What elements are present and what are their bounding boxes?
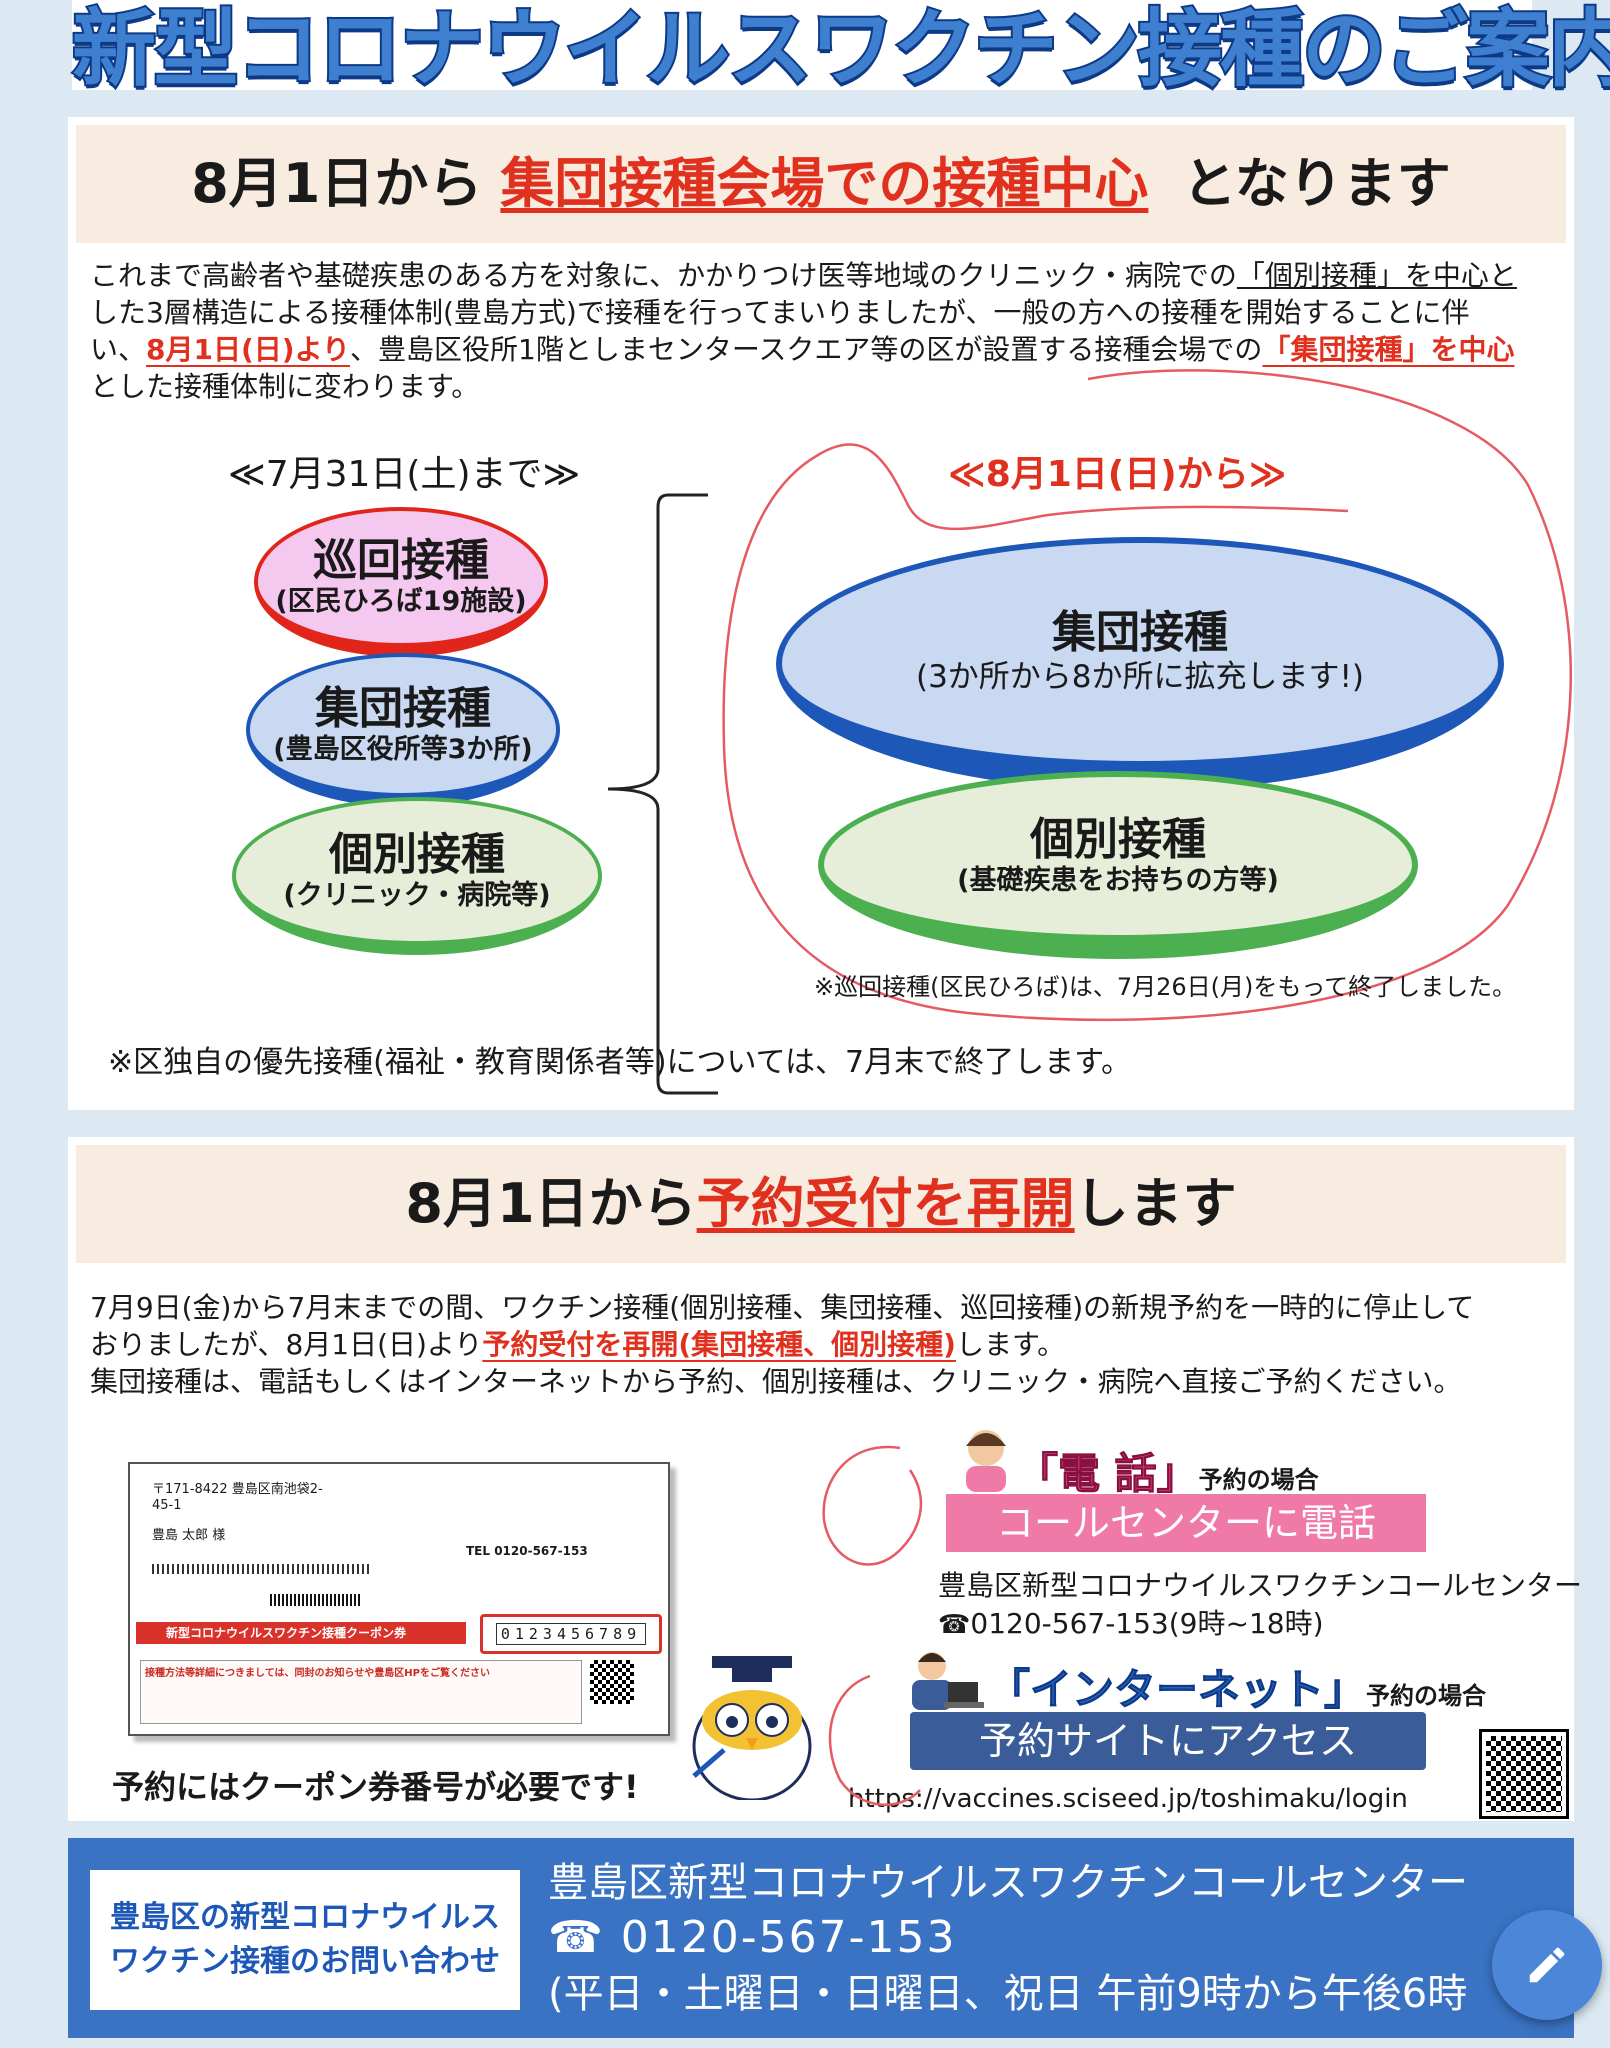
footer-center-name: 豊島区新型コロナウイルスワクチンコールセンター: [548, 1860, 1468, 1906]
para-text: おりましたが、8月1日(日)より: [90, 1328, 483, 1361]
phone-icon: ☎: [938, 1610, 971, 1640]
footer-phone-icon: ☎: [548, 1912, 621, 1963]
para-text: 、豊島区役所1階としまセンタースクエア等の区が設置する接種会場での: [350, 333, 1263, 366]
section2-banner: 8月1日から予約受付を再開します: [76, 1145, 1566, 1263]
ellipse-shudan-before: 集団接種 (豊島区役所等3か所): [246, 653, 560, 807]
phone-title: 「電 話」: [1016, 1449, 1200, 1499]
coupon-notes: 接種方法等詳細につきましては、同封のお知らせや豊島区HPをご覧ください: [140, 1660, 582, 1724]
section1-paragraph: これまで高齢者や基礎疾患のある方を対象に、かかりつけ医等地域のクリニック・病院で…: [90, 257, 1517, 405]
page-title: 新型コロナウイルスワクチン接種のご案内: [70, 0, 1610, 100]
footer-label-line: ワクチン接種のお問い合わせ: [110, 1944, 500, 1979]
title-bar: 新型コロナウイルスワクチン接種のご案内: [70, 0, 1610, 100]
section-collective-vaccination: 8月1日から集団接種会場での接種中心となります これまで高齢者や基礎疾患のある方…: [68, 117, 1574, 1110]
coupon-name: 豊島 太郎 様: [152, 1528, 226, 1543]
section1-banner: 8月1日から集団接種会場での接種中心となります: [76, 125, 1566, 243]
after-label: ≪8月1日(日)から≫: [948, 454, 1287, 495]
footer-contact: 豊島区の新型コロナウイルス ワクチン接種のお問い合わせ 豊島区新型コロナウイルス…: [68, 1838, 1574, 2038]
banner-pre: 8月1日から: [405, 1172, 697, 1235]
footer-info: 豊島区新型コロナウイルスワクチンコールセンター ☎ 0120-567-153 (…: [548, 1856, 1508, 2022]
para-highlight: 予約受付を再開(集団接種、個別接種): [482, 1328, 956, 1361]
ellipse-title: 巡回接種: [313, 534, 489, 586]
footer-tel[interactable]: 0120-567-153: [620, 1912, 957, 1963]
para-text: します。: [955, 1328, 1066, 1361]
footer-label: 豊島区の新型コロナウイルス ワクチン接種のお問い合わせ: [90, 1870, 520, 1984]
para-underline: 「個別接種」を中心と: [1236, 259, 1517, 292]
ellipse-title: 個別接種: [329, 828, 505, 880]
footer-tel-row: ☎ 0120-567-153: [548, 1910, 1508, 1966]
ellipse-jyunkai: 巡回接種 (区民ひろば19施設): [254, 507, 548, 657]
call-center-name: 豊島区新型コロナウイルスワクチンコールセンター: [938, 1569, 1583, 1602]
before-label: ≪7月31日(土)まで≫: [228, 454, 581, 495]
call-center-button[interactable]: コールセンターに電話: [946, 1494, 1426, 1552]
pencil-icon: [1529, 1947, 1565, 1983]
curly-brace: [607, 493, 718, 1095]
computer-user-icon: [912, 1652, 984, 1710]
para-text: これまで高齢者や基礎疾患のある方を対象に、かかりつけ医等地域のクリニック・病院で…: [90, 259, 1237, 292]
ellipse-shudan-after: 集団接種 (3か所から8か所に拡充します!): [776, 537, 1504, 791]
ellipse-sub: (クリニック・病院等): [283, 880, 551, 912]
owl-mascot-icon: [692, 1656, 812, 1800]
banner-highlight: 予約受付を再開: [696, 1172, 1075, 1235]
footer-label-line: 豊島区の新型コロナウイルス: [110, 1900, 500, 1935]
phone-title-row: 「電 話」予約の場合: [1016, 1440, 1319, 1501]
banner-pre: 8月1日から: [191, 152, 483, 215]
para-highlight: 8月1日(日)より: [146, 333, 351, 366]
web-title-row: 「インターネット」予約の場合: [987, 1656, 1487, 1717]
edit-fab-button[interactable]: [1492, 1910, 1602, 2020]
para-highlight: 「集団接種」を中心: [1262, 333, 1515, 366]
jyunkai-end-note: ※巡回接種(区民ひろば)は、7月26日(月)をもって終了しました。: [814, 973, 1517, 1001]
coupon-tel: TEL 0120-567-153: [466, 1544, 588, 1558]
ellipse-kobetsu-before: 個別接種 (クリニック・病院等): [232, 797, 602, 955]
handwritten-circle-annotation: [722, 369, 1572, 1022]
coupon-image: 〒171-8422 豊島区南池袋2-45-1 豊島 太郎 様 TEL 0120-…: [128, 1462, 670, 1736]
coupon-qr-icon: [590, 1660, 634, 1704]
phone-operator-icon: [966, 1430, 1006, 1492]
handwritten-annotation: [822, 1445, 923, 1806]
ellipse-sub: (豊島区役所等3か所): [273, 734, 533, 766]
qr-code-icon: [1479, 1729, 1569, 1819]
ellipse-title: 集団接種: [315, 682, 491, 734]
section2-heading: 8月1日から予約受付を再開します: [76, 1145, 1566, 1263]
ellipse-sub: (基礎疾患をお持ちの方等): [957, 865, 1279, 897]
coupon-detail: 接種方法等詳細につきましては、同封のお知らせや豊島区HPをご覧ください: [145, 1668, 490, 1679]
coupon-number-box: 0123456789: [480, 1614, 662, 1654]
para-text: 7月9日(金)から7月末までの間、ワクチン接種(個別接種、集団接種、巡回接種)の…: [90, 1291, 1475, 1324]
section1-heading: 8月1日から集団接種会場での接種中心となります: [76, 125, 1566, 243]
banner-post: します: [1074, 1172, 1237, 1235]
priority-note: ※区独自の優先接種(福祉・教育関係者等)については、7月末で終了します。: [108, 1045, 1132, 1080]
coupon-address: 〒171-8422 豊島区南池袋2-45-1: [152, 1482, 323, 1513]
web-suffix: 予約の場合: [1366, 1682, 1487, 1710]
call-center-number-row: ☎0120-567-153(9時~18時): [938, 1602, 1324, 1642]
para-text: い、: [90, 333, 147, 366]
coupon-number: 0123456789: [495, 1623, 647, 1645]
footer-label-box: 豊島区の新型コロナウイルス ワクチン接種のお問い合わせ: [90, 1870, 520, 2010]
para-text: とした接種体制に変わります。: [90, 370, 480, 403]
banner-post: となります: [1182, 152, 1451, 215]
para-text: した3層構造による接種体制(豊島方式)で接種を行ってまいりましたが、一般の方への…: [90, 296, 1470, 329]
coupon-caption: 予約にはクーポン券番号が必要です!: [112, 1768, 639, 1806]
ellipse-sub: (区民ひろば19施設): [275, 586, 527, 618]
ellipse-title: 集団接種: [1052, 607, 1228, 659]
ellipse-title: 個別接種: [1030, 813, 1206, 865]
call-center-number[interactable]: 0120-567-153(9時~18時): [970, 1607, 1324, 1640]
barcode: [152, 1564, 372, 1574]
para-text: 集団接種は、電話もしくはインターネットから予約、個別接種は、クリニック・病院へ直…: [90, 1365, 1462, 1398]
section2-paragraph: 7月9日(金)から7月末までの間、ワクチン接種(個別接種、集団接種、巡回接種)の…: [90, 1289, 1474, 1400]
coupon-band: 新型コロナウイルスワクチン接種クーポン券: [136, 1622, 466, 1644]
ellipse-sub: (3か所から8か所に拡充します!): [915, 658, 1365, 695]
phone-suffix: 予約の場合: [1198, 1466, 1319, 1494]
barcode-small: [270, 1594, 360, 1606]
footer-hours: (平日・土曜日・日曜日、祝日 午前9時から午後6時: [548, 1971, 1468, 2017]
banner-highlight: 集団接種会場での接種中心: [500, 152, 1149, 215]
web-title: 「インターネット」: [987, 1665, 1367, 1715]
reservation-site-button[interactable]: 予約サイトにアクセス: [910, 1712, 1426, 1770]
reservation-url[interactable]: https://vaccines.sciseed.jp/toshimaku/lo…: [848, 1784, 1408, 1814]
